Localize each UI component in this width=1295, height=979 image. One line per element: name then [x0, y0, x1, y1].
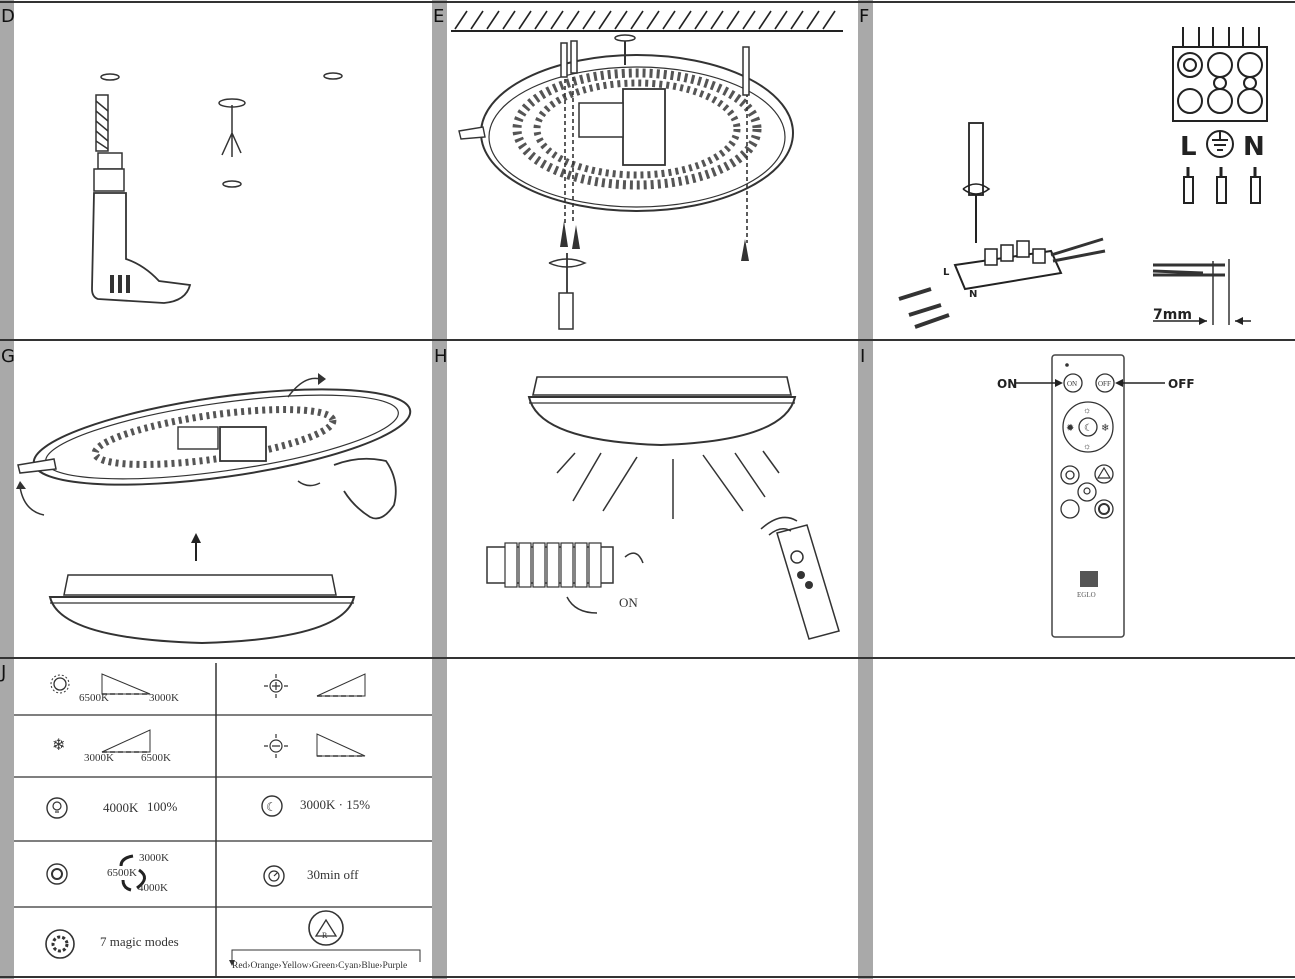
drill-illustration — [91, 72, 343, 304]
terminal-l: L — [1180, 132, 1197, 162]
cool-ramp-graphic: ❄ — [52, 729, 151, 754]
switch-on-illustration: ON — [486, 376, 840, 640]
panel-letter-h: H — [434, 346, 448, 367]
l-mark: L — [943, 267, 950, 278]
color-cycle-graphic: R — [229, 910, 421, 966]
r4-right-text: 30min off — [307, 867, 359, 882]
r3-right-text: 3000K · 15% — [300, 797, 371, 812]
n-mark: N — [969, 289, 977, 300]
r5-right-colors: Red›Orange›Yellow›Green›Cyan›Blue›Purple — [232, 961, 408, 971]
panel-letter-i: I — [860, 346, 866, 367]
r4-left-b: 6500K — [107, 867, 137, 879]
panel-letter-d: D — [1, 6, 15, 27]
r2-left-from: 3000K — [84, 752, 114, 764]
switch-on-label: ON — [619, 595, 638, 610]
remote-off-button[interactable]: OFF — [1098, 380, 1111, 388]
dimmer-graphic — [264, 733, 366, 758]
panel-letter-e: E — [433, 6, 445, 27]
mounting-illustration — [451, 10, 843, 330]
r3-left-level: 100% — [147, 799, 178, 814]
remote-down-icon[interactable]: ☼ — [1083, 441, 1091, 451]
remote-warm-icon[interactable]: ✹ — [1066, 423, 1074, 434]
wiring-illustration: L N 7mm L N — [898, 27, 1268, 329]
r2-left-to: 6500K — [141, 752, 171, 764]
left-bar — [0, 0, 14, 979]
function-table-lines — [14, 663, 432, 977]
cycle-arrows-graphic — [119, 854, 146, 892]
panel-letter-g: G — [1, 346, 15, 367]
brand-logo: EGLO — [1077, 591, 1096, 599]
brighter-graphic — [264, 673, 366, 698]
row-rule-1 — [0, 339, 1295, 341]
panel-letter-j: J — [1, 662, 7, 683]
divider-bar-2 — [858, 0, 873, 979]
r3-left-kelvin: 4000K — [103, 800, 139, 815]
cycle-icon — [46, 863, 68, 885]
r5-left-text: 7 magic modes — [100, 934, 179, 949]
top-rule — [0, 1, 1295, 3]
divider-bar-1 — [432, 0, 447, 979]
terminal-n: N — [1243, 132, 1265, 162]
remote-dial-icon[interactable]: ☾ — [1084, 423, 1093, 434]
warm-ramp-graphic — [50, 673, 151, 695]
r4-left-c: 4000K — [138, 882, 168, 894]
timer-icon — [263, 865, 285, 887]
bottom-rule — [0, 976, 1295, 978]
svg-text:☾: ☾ — [266, 800, 277, 814]
r1-left-to: 3000K — [149, 692, 179, 704]
off-callout: OFF — [1168, 377, 1195, 391]
on-callout: ON — [997, 377, 1017, 391]
remote-illustration: ON OFF ON OFF ☾ ☼ ☼ ✹ ❄ EGLO — [997, 354, 1195, 638]
remote-cool-icon[interactable]: ❄ — [1101, 423, 1109, 434]
r4-left-a: 3000K — [139, 852, 169, 864]
night-icon: ☾ — [261, 795, 283, 817]
shade-fitting-illustration — [16, 373, 412, 645]
bulb-icon — [46, 797, 68, 819]
strip-length: 7mm — [1153, 307, 1192, 323]
panel-letter-f: F — [859, 6, 870, 27]
magic-modes-icon — [45, 929, 75, 959]
r1-left-from: 6500K — [79, 692, 109, 704]
row-rule-2 — [0, 657, 1295, 659]
remote-up-icon[interactable]: ☼ — [1083, 405, 1091, 415]
rgb-r-icon: R — [322, 931, 328, 940]
remote-on-button[interactable]: ON — [1067, 380, 1077, 388]
snowflake-icon: ❄ — [52, 737, 65, 754]
